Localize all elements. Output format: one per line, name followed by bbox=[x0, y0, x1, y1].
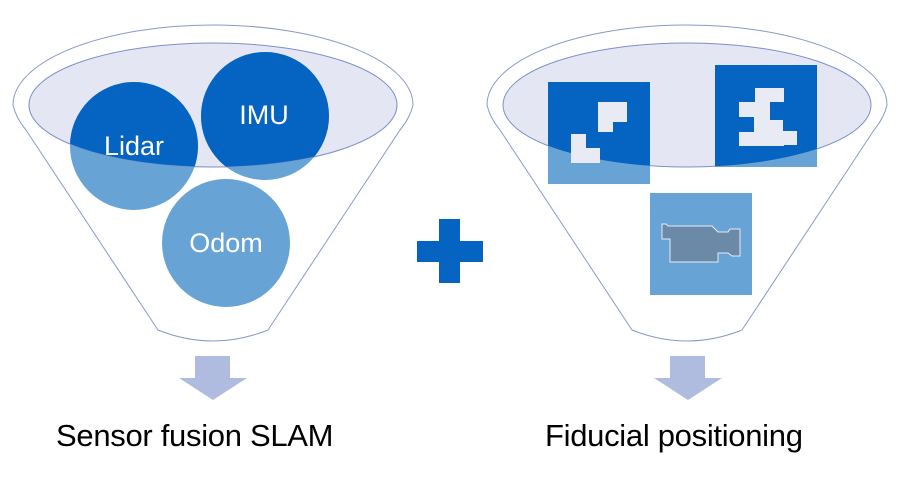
odom-label: Odom bbox=[189, 228, 263, 258]
lidar-label: Lidar bbox=[104, 131, 164, 161]
imu-label: IMU bbox=[239, 100, 289, 130]
input-imu bbox=[201, 52, 329, 180]
fiducial-caption: Fiducial positioning bbox=[545, 418, 803, 453]
camera-tile bbox=[650, 193, 752, 295]
input-odom bbox=[162, 179, 290, 307]
video-camera-icon bbox=[661, 223, 741, 263]
plus-icon bbox=[417, 219, 483, 283]
fiducial-marker-icon bbox=[548, 82, 650, 184]
arrow-down-icon bbox=[179, 356, 247, 400]
arrow-down-icon bbox=[654, 356, 722, 400]
fiducial-funnel bbox=[486, 24, 888, 400]
sensor-fusion-funnel: Lidar IMU Odom bbox=[12, 24, 414, 400]
fiducial-marker-icon bbox=[715, 65, 817, 167]
input-lidar bbox=[70, 82, 198, 210]
sensor-fusion-caption: Sensor fusion SLAM bbox=[56, 418, 334, 453]
